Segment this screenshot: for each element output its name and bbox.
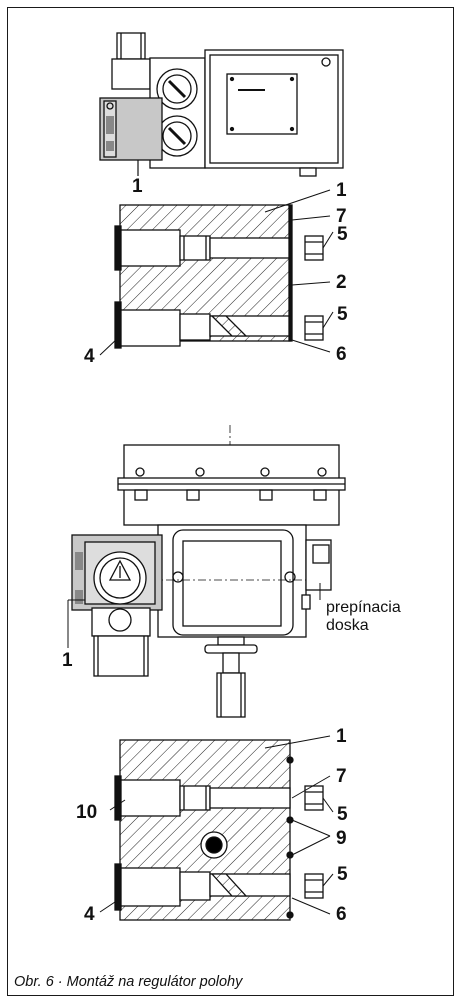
- callout-1-housing: 1: [132, 176, 143, 197]
- callout-1: 1: [336, 180, 347, 201]
- figure-caption: Obr. 6 · Montáž na regulátor polohy: [14, 974, 243, 990]
- callout-9: 9: [336, 828, 347, 849]
- callout-1-s2: 1: [336, 726, 347, 747]
- callout-6-s2: 6: [336, 904, 347, 925]
- callout-7: 7: [336, 206, 347, 227]
- callout-4-s2: 4: [84, 904, 95, 925]
- callout-5-lower: 5: [337, 304, 348, 325]
- callout-5-upper: 5: [337, 224, 348, 245]
- callout-7-s2: 7: [336, 766, 347, 787]
- positioner-front-view: [71, 425, 346, 718]
- callout-5-lower-s2: 5: [337, 864, 348, 885]
- positioner-top-view: [99, 32, 344, 177]
- callout-4: 4: [84, 346, 95, 367]
- switch-plate-label-line2: doska: [326, 617, 369, 634]
- callout-2: 2: [336, 272, 347, 293]
- callout-1-adapter: 1: [62, 650, 73, 671]
- switch-plate-label-line1: prepínacia: [326, 599, 401, 616]
- section-view-1: [114, 204, 324, 349]
- callout-10: 10: [76, 802, 97, 823]
- callout-6: 6: [336, 344, 347, 365]
- callout-5-upper-s2: 5: [337, 804, 348, 825]
- section-view-2: [114, 739, 324, 921]
